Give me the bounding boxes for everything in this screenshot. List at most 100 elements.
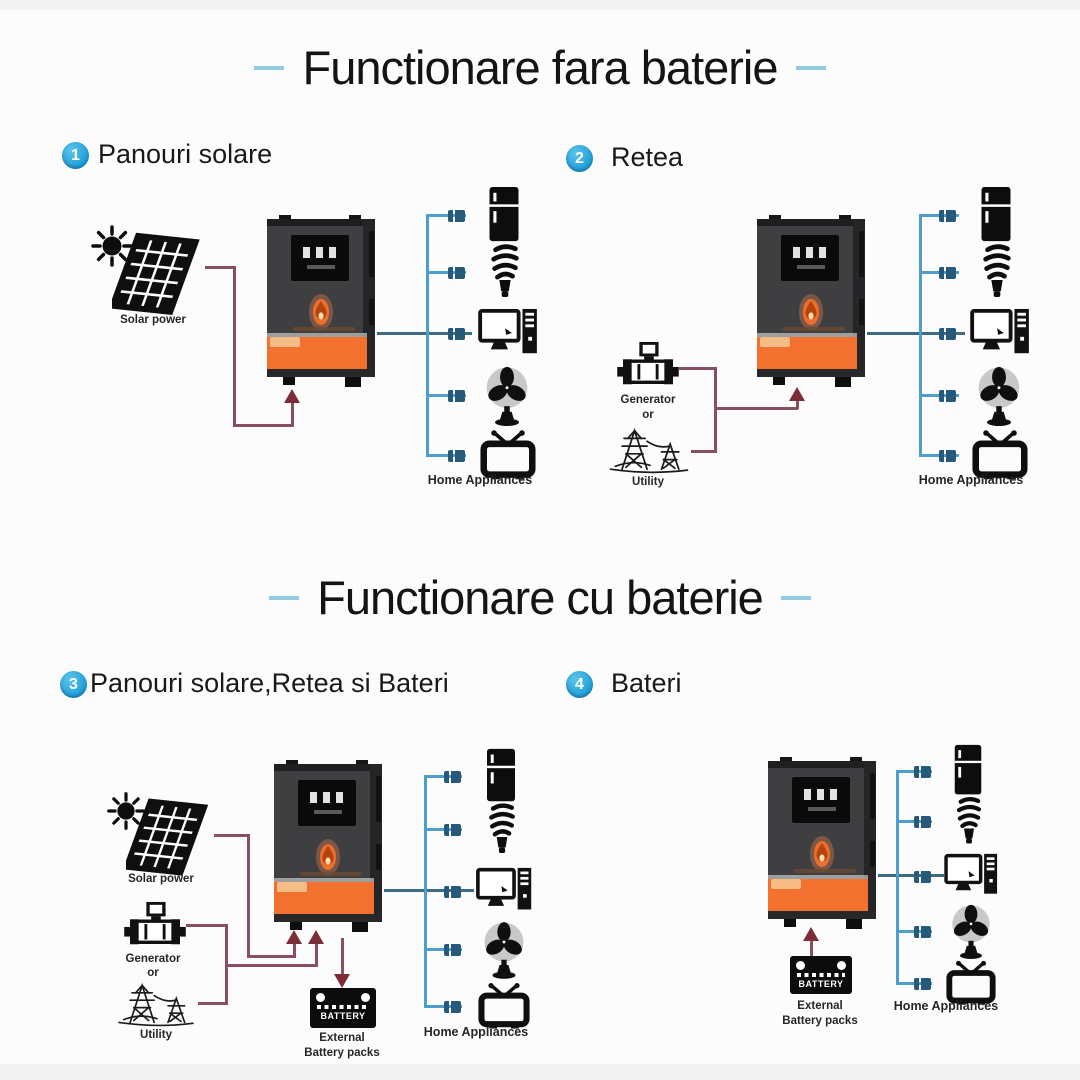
appliance-branch-line xyxy=(424,948,462,951)
arrow-down-icon xyxy=(334,974,350,988)
scenario-badge-1: 1 xyxy=(62,142,89,169)
computer-icon xyxy=(478,308,540,358)
fridge-icon xyxy=(950,744,986,797)
inverter xyxy=(766,757,878,929)
plug-icon xyxy=(914,766,931,778)
battery-dashes xyxy=(797,973,845,977)
solar-panel-icon xyxy=(126,794,216,884)
power-line xyxy=(341,938,344,974)
plug-icon xyxy=(444,771,461,783)
inverter-output-line xyxy=(377,332,472,335)
inverter-output-line xyxy=(878,874,944,877)
appliance-bus-line xyxy=(919,214,922,457)
power-line xyxy=(810,941,813,956)
title-dash-right xyxy=(780,595,811,600)
inverter-output-line xyxy=(867,332,965,335)
utility-icon xyxy=(607,424,691,474)
plug-icon xyxy=(444,1001,461,1013)
generator-icon xyxy=(124,901,186,951)
utility-label: Utility xyxy=(140,1029,172,1041)
appliance-branch-line xyxy=(426,454,466,457)
photo-edge-bottom xyxy=(0,1064,1080,1080)
external-battery-label: External xyxy=(319,1032,365,1044)
fridge-icon xyxy=(976,186,1016,244)
battery-terminal xyxy=(796,961,805,970)
inverter xyxy=(755,215,867,387)
appliance-branch-line xyxy=(426,271,466,274)
plug-icon xyxy=(939,328,956,340)
plug-icon xyxy=(939,267,956,279)
power-line xyxy=(233,266,236,426)
battery-dashes xyxy=(317,1005,369,1009)
utility-icon xyxy=(114,979,198,1027)
home-appliances-label: Home Appliances xyxy=(918,473,1024,487)
plug-icon xyxy=(939,210,956,222)
fridge-icon xyxy=(482,748,520,804)
section-2-title-row: Functionare cu baterie xyxy=(0,570,1080,625)
power-line xyxy=(247,834,250,958)
power-line xyxy=(679,367,717,370)
scenario-label-1: Panouri solare xyxy=(98,139,273,169)
plug-icon xyxy=(448,267,465,279)
plug-icon xyxy=(914,816,931,828)
or-label: or xyxy=(147,967,159,979)
power-line xyxy=(214,834,250,837)
battery-terminal xyxy=(361,993,370,1002)
battery-label: BATTERY xyxy=(798,979,844,989)
plug-icon xyxy=(448,450,465,462)
computer-icon xyxy=(970,308,1032,358)
inverter xyxy=(265,215,377,387)
plug-icon xyxy=(914,871,931,883)
section-2-title: Functionare cu baterie xyxy=(317,571,764,624)
scenario-label-4: Bateri xyxy=(611,668,682,698)
battery-label: BATTERY xyxy=(320,1011,366,1021)
or-label: or xyxy=(642,409,654,421)
generator-icon xyxy=(617,341,679,391)
solar-panel-icon xyxy=(112,228,208,324)
arrow-up-icon xyxy=(789,387,805,401)
computer-icon xyxy=(944,853,1000,898)
plug-icon xyxy=(914,926,931,938)
cfl-bulb-icon xyxy=(980,244,1014,299)
inverter-output-line xyxy=(384,889,474,892)
plug-icon xyxy=(448,328,465,340)
plug-icon xyxy=(444,824,461,836)
power-line xyxy=(714,367,717,453)
title-dash-left xyxy=(269,595,300,600)
cfl-bulb-icon xyxy=(488,244,522,299)
plug-icon xyxy=(939,450,956,462)
power-line xyxy=(293,944,296,956)
scenario-label-3: Panouri solare,Retea si Bateri xyxy=(90,668,449,698)
battery-icon: BATTERY xyxy=(790,956,852,994)
plug-icon xyxy=(448,210,465,222)
arrow-up-icon xyxy=(286,930,302,944)
power-line xyxy=(205,266,236,269)
utility-label: Utility xyxy=(632,476,664,488)
generator-label: Generator xyxy=(125,953,181,965)
section-1-title: Functionare fara baterie xyxy=(302,41,778,94)
appliance-branch-line xyxy=(424,775,462,778)
fridge-icon xyxy=(484,186,524,244)
home-appliances-label: Home Appliances xyxy=(893,999,999,1013)
plug-icon xyxy=(448,390,465,402)
home-appliances-label: Home Appliances xyxy=(427,473,533,487)
power-line xyxy=(247,955,296,958)
appliance-bus-line xyxy=(426,214,429,457)
solar-power-label: Solar power xyxy=(120,314,186,326)
title-dash-left xyxy=(254,65,285,70)
appliance-branch-line xyxy=(424,1005,462,1008)
power-line xyxy=(225,964,318,967)
arrow-up-icon xyxy=(284,389,300,403)
fan-icon xyxy=(481,920,527,980)
fan-icon xyxy=(949,903,993,960)
fan-icon xyxy=(483,364,531,428)
fan-icon xyxy=(975,364,1023,428)
plug-icon xyxy=(914,978,931,990)
appliance-bus-line xyxy=(896,770,899,985)
section-1-title-row: Functionare fara baterie xyxy=(0,40,1080,95)
scenario-badge-2: 2 xyxy=(566,145,593,172)
appliance-branch-line xyxy=(426,394,466,397)
battery-terminal xyxy=(316,993,325,1002)
power-line xyxy=(691,450,717,453)
